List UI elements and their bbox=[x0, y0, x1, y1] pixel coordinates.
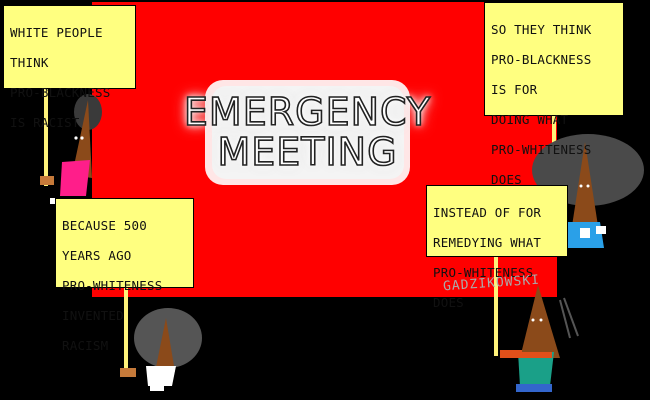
sign-pole-1 bbox=[44, 88, 48, 186]
sign-pole-3 bbox=[124, 287, 128, 375]
sign-3-line-5: RACISM bbox=[62, 338, 109, 353]
headline-line-1: EMERGENCY bbox=[183, 90, 432, 134]
headline-emergency-meeting: EMERGENCY MEETING bbox=[183, 78, 431, 186]
sign-2-line-3: IS FOR bbox=[491, 82, 538, 97]
sign-top-left: WHITE PEOPLE THINK PRO-BLACKNESS IS RACI… bbox=[3, 5, 136, 130]
sign-4-line-2: REMEDYING WHAT bbox=[433, 235, 542, 250]
hooded-figure-green bbox=[500, 285, 579, 392]
sign-1-line-1: WHITE PEOPLE bbox=[10, 25, 103, 40]
sign-2-line-5: PRO-WHITENESS bbox=[491, 142, 592, 157]
sign-4-line-3: PRO-WHITENESS bbox=[433, 265, 534, 280]
sign-2-line-1: SO THEY THINK bbox=[491, 22, 592, 37]
sign-2-line-6: DOES bbox=[491, 172, 522, 187]
sign-pole-4 bbox=[494, 256, 498, 356]
sign-3-line-1: BECAUSE 500 bbox=[62, 218, 147, 233]
sign-3-line-3: PRO-WHITENESS bbox=[62, 278, 163, 293]
sign-bottom-right: INSTEAD OF FOR REMEDYING WHAT PRO-WHITEN… bbox=[426, 185, 568, 310]
hooded-figure-white bbox=[120, 308, 202, 391]
sign-1-line-4: IS RACIST bbox=[10, 115, 80, 130]
sign-4-line-1: INSTEAD OF FOR bbox=[433, 205, 542, 220]
sign-top-right: SO THEY THINK PRO-BLACKNESS IS FOR DOING… bbox=[484, 2, 624, 187]
sign-bottom-left: BECAUSE 500 YEARS AGO PRO-WHITENESS INVE… bbox=[55, 198, 194, 353]
sign-2-line-2: PRO-BLACKNESS bbox=[491, 52, 592, 67]
headline-line-2: MEETING bbox=[217, 130, 398, 174]
headline-glow-inner bbox=[212, 86, 404, 179]
hooded-figure-pink bbox=[40, 94, 102, 204]
sign-3-line-4: INVENTED bbox=[62, 308, 124, 323]
sign-1-line-2: THINK bbox=[10, 55, 49, 70]
sign-3-line-2: YEARS AGO bbox=[62, 248, 132, 263]
sign-2-line-4: DOING WHAT bbox=[491, 112, 569, 127]
sign-1-line-3: PRO-BLACKNESS bbox=[10, 85, 111, 100]
sign-4-line-4: DOES bbox=[433, 295, 464, 310]
